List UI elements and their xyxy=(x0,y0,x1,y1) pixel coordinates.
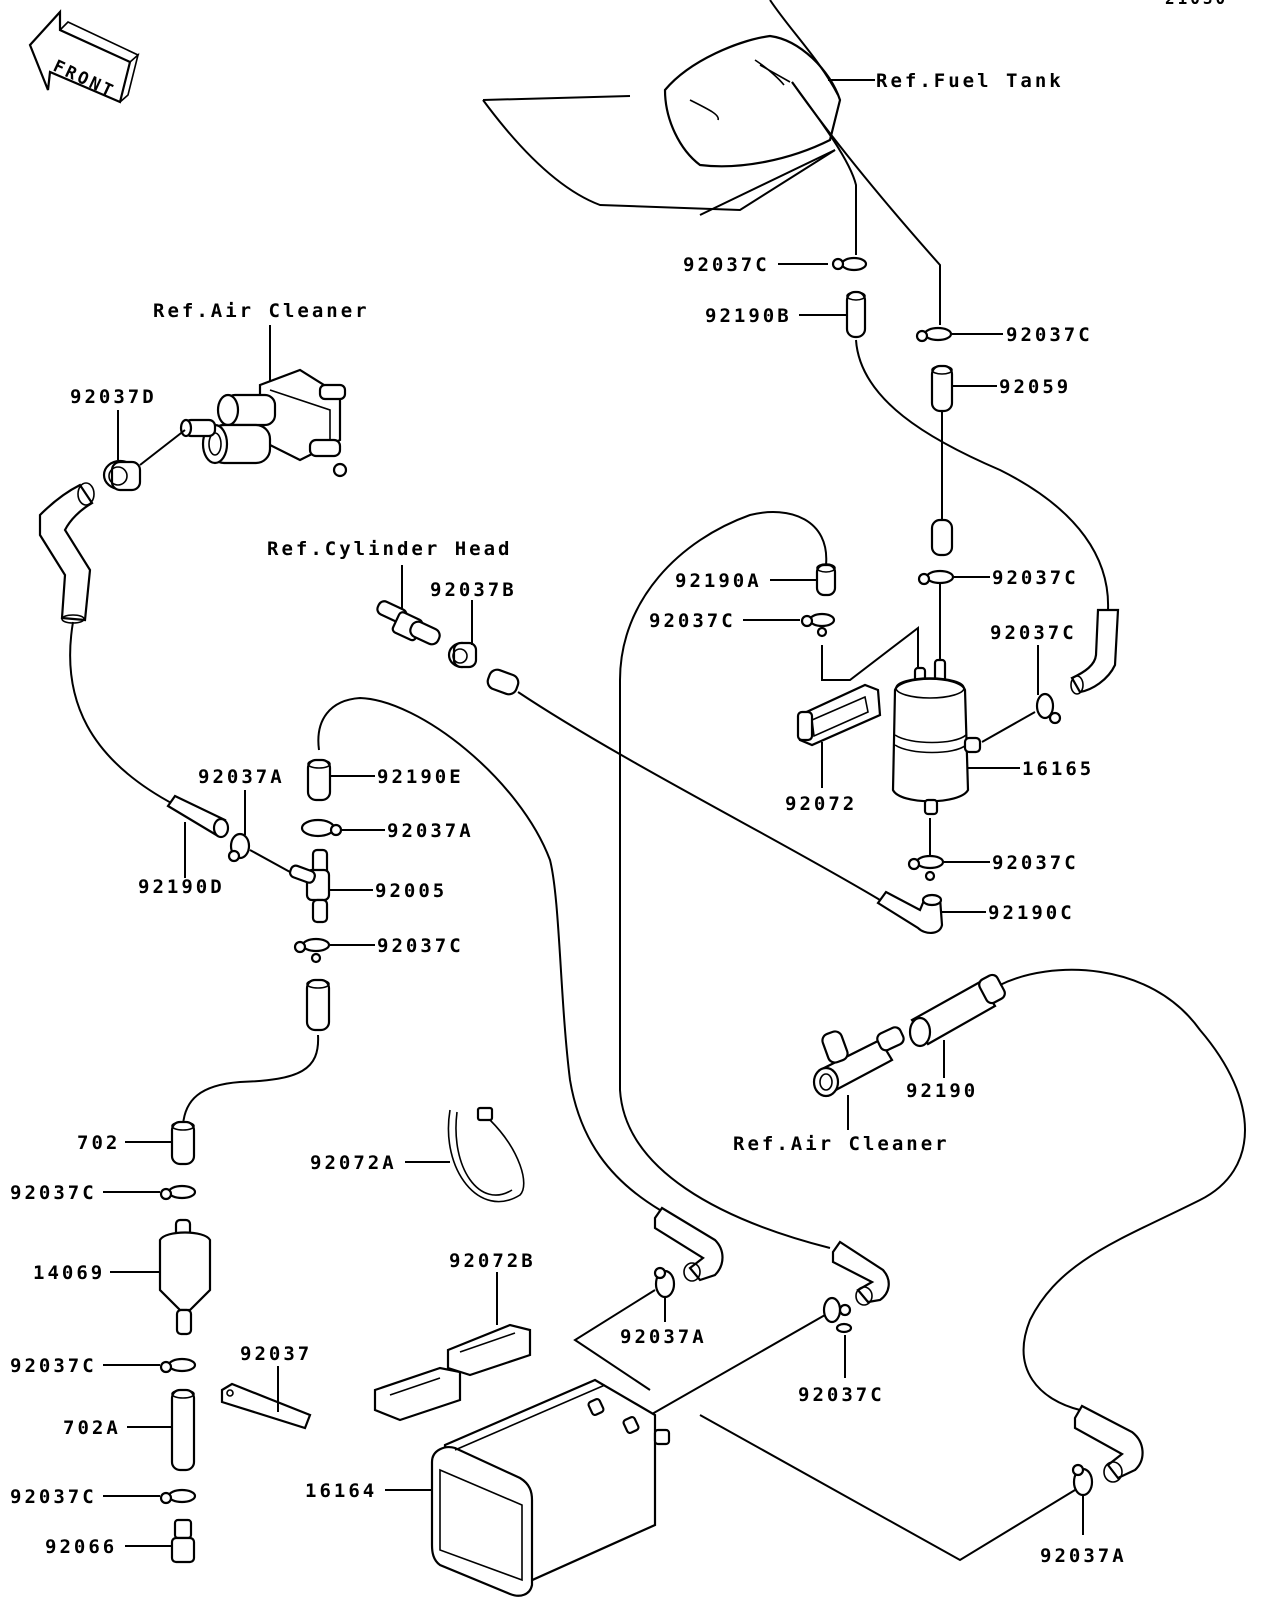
cap-92066 xyxy=(170,1518,196,1564)
hose-lower-left xyxy=(305,978,331,1032)
hose-right-bent-lower xyxy=(1073,1404,1144,1483)
hose-92190e xyxy=(306,758,332,802)
clip-92037c-11 xyxy=(159,1488,197,1505)
clip-92037c-7 xyxy=(293,937,331,964)
clip-92037c-5 xyxy=(1035,692,1062,725)
clip-92037c-1 xyxy=(831,256,868,272)
clip-92037c-2 xyxy=(915,326,953,343)
hose-92190c-start xyxy=(486,668,520,696)
clip-92037c-10 xyxy=(822,1296,853,1334)
label-92037c-4: 92037C xyxy=(992,567,1079,589)
bracket-92072b xyxy=(373,1323,532,1422)
label-92037c-11: 92037C xyxy=(10,1486,97,1508)
hose-702 xyxy=(170,1120,196,1166)
canister-16164 xyxy=(430,1378,671,1597)
fuel-tank xyxy=(482,0,842,216)
ref-air-cleaner-top-label: Ref.Air Cleaner xyxy=(153,300,370,322)
clip-92037c-9 xyxy=(159,1357,197,1374)
cylinder-head-fitting xyxy=(376,600,441,646)
hose-702a xyxy=(170,1388,196,1472)
label-92190a: 92190A xyxy=(675,570,762,592)
label-92072: 92072 xyxy=(785,793,857,815)
label-92072b: 92072B xyxy=(449,1250,536,1272)
hose-bent-mid-1 xyxy=(653,1206,724,1282)
air-cleaner-right xyxy=(812,1026,905,1098)
strap-92037 xyxy=(220,1382,312,1430)
ref-cylinder-head-label: Ref.Cylinder Head xyxy=(267,538,512,560)
ref-air-cleaner-right-label: Ref.Air Cleaner xyxy=(733,1133,950,1155)
label-92037a-4: 92037A xyxy=(1040,1545,1127,1567)
label-92037c-10: 92037C xyxy=(798,1384,885,1406)
clamp-92037b xyxy=(447,641,478,669)
label-92037c-1: 92037C xyxy=(683,254,770,276)
clip-92037c-3 xyxy=(800,612,836,638)
clip-92037a-3 xyxy=(653,1266,676,1299)
clamp-92037d xyxy=(102,459,142,492)
clip-92037c-6 xyxy=(907,854,945,882)
label-92072a: 92072A xyxy=(310,1152,397,1174)
hose-92190 xyxy=(908,973,1006,1048)
front-arrow-icon: FRONT xyxy=(28,9,140,104)
hose-92059 xyxy=(930,364,954,557)
label-92037c-6: 92037C xyxy=(992,852,1079,874)
hose-right-bent-upper xyxy=(1070,608,1120,695)
tee-fitting-92005 xyxy=(288,848,331,924)
tie-92072a xyxy=(447,1106,525,1203)
label-14069: 14069 xyxy=(33,1262,105,1284)
hose-92190c xyxy=(876,890,944,934)
separator-16165 xyxy=(891,658,982,816)
hose-92190b xyxy=(845,290,867,339)
label-92190: 92190 xyxy=(906,1080,978,1102)
strap-92072 xyxy=(796,683,882,747)
clip-92037a-1 xyxy=(227,832,251,863)
clip-92037c-4 xyxy=(917,569,955,586)
clip-92037a-2 xyxy=(300,818,343,838)
label-92037a-2: 92037A xyxy=(387,820,474,842)
label-92190d: 92190D xyxy=(138,876,225,898)
label-92037c-9: 92037C xyxy=(10,1355,97,1377)
ref-fuel-tank-label: Ref.Fuel Tank xyxy=(876,70,1064,92)
label-92190b: 92190B xyxy=(705,305,792,327)
label-92037c-3: 92037C xyxy=(649,610,736,632)
label-92037c-2: 92037C xyxy=(1006,324,1093,346)
label-92037b: 92037B xyxy=(430,579,517,601)
label-92037c-7: 92037C xyxy=(377,935,464,957)
filter-14069 xyxy=(158,1218,212,1336)
hose-92190d xyxy=(166,794,230,839)
label-92037d: 92037D xyxy=(70,386,157,408)
label-92005: 92005 xyxy=(375,880,447,902)
page-code: 21030 xyxy=(1165,0,1228,8)
clip-92037c-8 xyxy=(159,1184,197,1201)
label-92037: 92037 xyxy=(240,1343,312,1365)
label-92190e: 92190E xyxy=(377,766,464,788)
label-92037a-1: 92037A xyxy=(198,766,285,788)
hose-92190a xyxy=(815,563,837,597)
label-16165: 16165 xyxy=(1022,758,1094,780)
label-16164: 16164 xyxy=(305,1480,377,1502)
label-702a: 702A xyxy=(63,1417,121,1439)
hose-bent-mid-2 xyxy=(831,1240,890,1306)
label-92059: 92059 xyxy=(999,376,1071,398)
label-92066: 92066 xyxy=(45,1536,117,1558)
label-92037c-8: 92037C xyxy=(10,1182,97,1204)
clip-92037a-4 xyxy=(1071,1463,1094,1497)
tank-vent-hose-2 xyxy=(791,81,941,325)
label-702: 702 xyxy=(77,1132,120,1154)
label-92190c: 92190C xyxy=(988,902,1075,924)
label-92037c-5: 92037C xyxy=(990,622,1077,644)
label-92037a-3: 92037A xyxy=(620,1326,707,1348)
hose-left-bent xyxy=(38,482,95,624)
air-cleaner-top xyxy=(179,368,348,478)
